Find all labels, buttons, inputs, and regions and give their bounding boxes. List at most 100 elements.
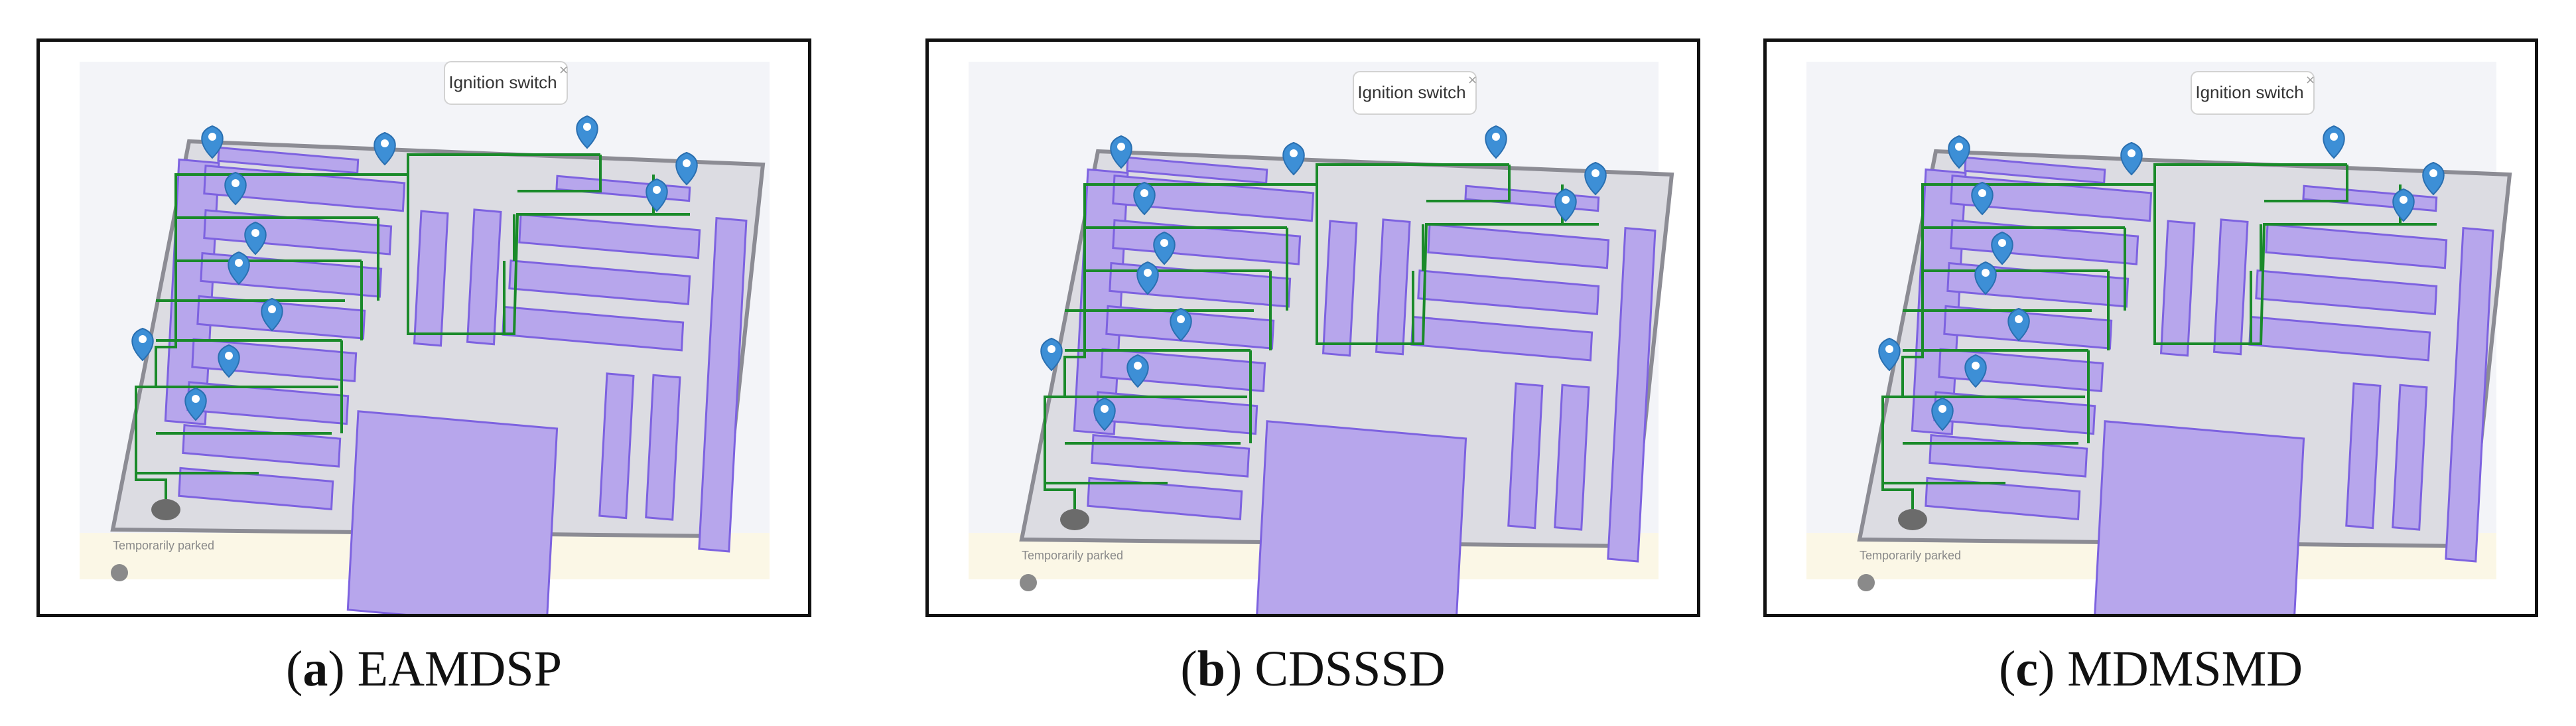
tooltip-text: Ignition switch (1357, 82, 1465, 102)
caption-c: (c) MDMSMD (1998, 641, 2303, 697)
map-svg: Ignition switch×Temporarily parked (1806, 62, 2512, 614)
parking-space (598, 372, 635, 520)
pin-dot (653, 186, 661, 194)
caption-b: (b) CDSSSD (1180, 641, 1446, 697)
location-pin-icon (1554, 188, 1577, 222)
parking-space (1091, 433, 1251, 478)
pin-body (131, 327, 154, 362)
location-pin-icon (261, 297, 283, 332)
parking-space (178, 467, 334, 510)
parked-label: Temporarily parked (113, 539, 214, 552)
pin-body (1110, 135, 1132, 169)
pin-body (2120, 141, 2143, 176)
location-pin-icon (244, 221, 267, 255)
pin-body (1878, 337, 1901, 372)
parked-label: Temporarily parked (1860, 549, 1961, 562)
pin-dot (1592, 169, 1599, 177)
location-pin-icon (224, 171, 247, 206)
tooltip-box (1353, 71, 1477, 115)
caption-letter: c (2015, 641, 2038, 697)
pin-body (675, 151, 698, 186)
pin-dot (1885, 345, 1893, 353)
location-pin-icon (1991, 231, 2013, 265)
pin-body (2323, 125, 2345, 159)
caption-name: CDSSSD (1254, 641, 1446, 697)
pin-dot (2429, 169, 2437, 177)
location-pin-icon (1093, 397, 1116, 431)
pin-dot (2015, 315, 2023, 323)
pin-body (1040, 337, 1063, 372)
parking-space (2445, 226, 2494, 563)
close-icon: × (1467, 73, 1477, 87)
location-pin-icon (675, 151, 698, 186)
caption-a: (a) EAMDSP (286, 641, 562, 697)
pin-body (261, 297, 283, 332)
pin-dot (1972, 362, 1980, 370)
parking-space (1375, 218, 1411, 356)
tooltip-text: Ignition switch (448, 72, 557, 92)
pin-body (1948, 135, 1970, 169)
pin-dot (1290, 149, 1298, 157)
ignition-switch-tooltip: Ignition switch× (444, 61, 569, 105)
pin-body (1485, 125, 1507, 159)
parking-space (217, 146, 360, 175)
parking-space (2392, 384, 2428, 531)
pin-dot (683, 159, 691, 167)
pin-body (224, 171, 247, 206)
pin-body (1136, 261, 1159, 295)
pin-body (1931, 397, 1954, 431)
parking-space (2212, 218, 2249, 356)
vehicle-pin (111, 564, 128, 581)
location-pin-icon (645, 178, 668, 212)
location-pin-icon (184, 387, 207, 421)
pin-dot (1492, 133, 1500, 141)
vehicle-pin-icon (1858, 574, 1875, 591)
vehicle-pin-icon (111, 564, 128, 581)
pin-body (2392, 188, 2415, 222)
pin-dot (235, 259, 243, 267)
pin-dot (1955, 143, 1963, 151)
parking-space (1964, 156, 2106, 184)
location-pin-icon (1110, 135, 1132, 169)
pin-dot (251, 229, 259, 237)
pin-dot (1160, 239, 1168, 247)
location-pin-icon (1974, 261, 1997, 295)
parked-label: Temporarily parked (1022, 549, 1123, 562)
parking-space (1925, 476, 2081, 520)
pin-body (1971, 181, 1994, 216)
pin-body (1991, 231, 2013, 265)
location-pin-icon (2392, 188, 2415, 222)
location-pin-icon (1485, 125, 1507, 159)
pin-body (1974, 261, 1997, 295)
caption-letter: a (303, 641, 328, 697)
pin-dot (2330, 133, 2338, 141)
pin-body (1584, 161, 1607, 196)
location-pin-icon (1040, 337, 1063, 372)
pin-dot (1144, 269, 1152, 277)
parking-space (1929, 433, 2088, 478)
location-pin-icon (1153, 231, 1176, 265)
parking-space (645, 374, 681, 521)
pin-dot (232, 179, 239, 187)
parking-space (1607, 226, 1657, 563)
location-pin-icon (1133, 181, 1156, 216)
parking-lot: Ignition switch× Temporarily parked (1019, 71, 1674, 614)
close-icon: × (2305, 73, 2315, 87)
location-pin-icon (1931, 397, 1954, 431)
location-pin-icon (218, 344, 240, 378)
location-pin-icon (1282, 141, 1305, 176)
panel-cdsssd: Ignition switch× Temporarily parked (925, 38, 1700, 617)
location-pin-icon (2422, 161, 2445, 196)
location-pin-icon (1170, 307, 1192, 342)
location-pin-icon (201, 125, 224, 159)
tooltip-box (2191, 71, 2315, 115)
location-pin-icon (228, 251, 250, 285)
location-pin-icon (1126, 354, 1149, 388)
pin-dot (1140, 189, 1148, 197)
parking-space (1322, 220, 1358, 357)
location-pin-icon (373, 131, 396, 166)
location-pin-icon (2323, 125, 2345, 159)
pin-dot (1978, 189, 1986, 197)
pin-body (218, 344, 240, 378)
pin-body (201, 125, 224, 159)
